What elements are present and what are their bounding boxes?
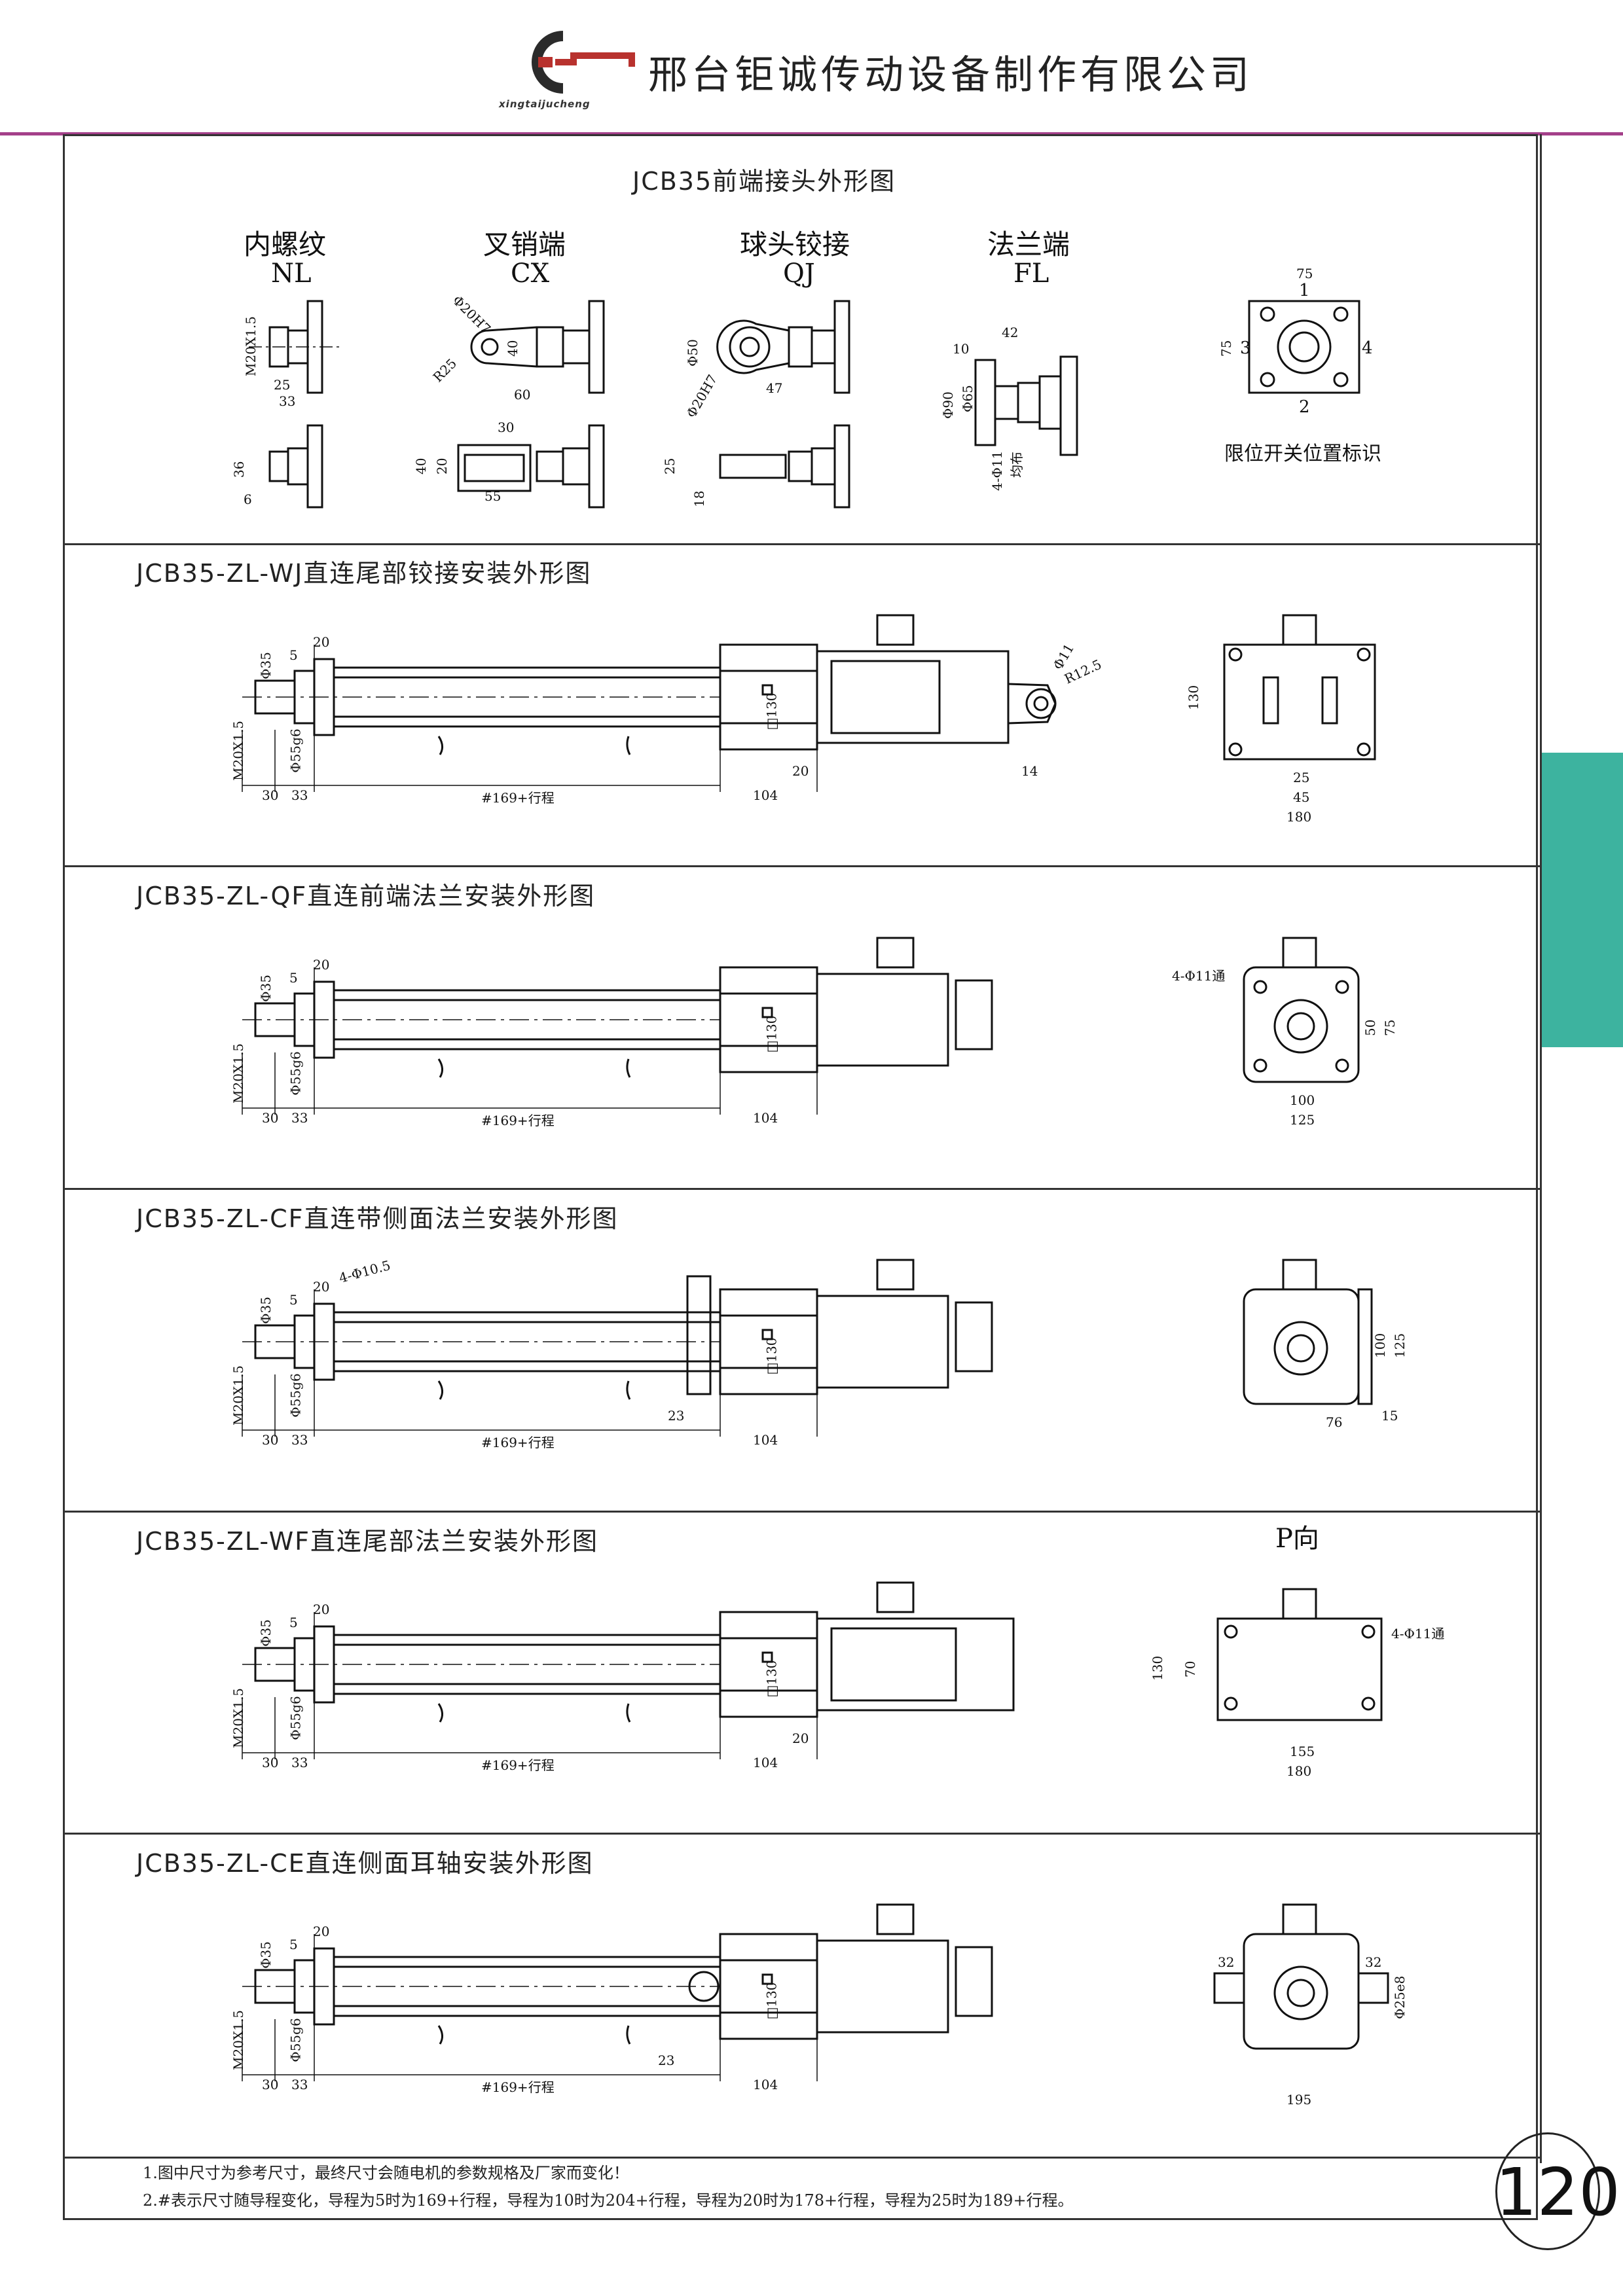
logo-subtitle: xingtaijucheng bbox=[499, 98, 591, 110]
company-logo bbox=[517, 26, 648, 98]
type-fl-code: FL bbox=[1013, 259, 1049, 289]
d55g6: Φ55g6 bbox=[287, 1373, 304, 1418]
divider-3 bbox=[63, 1188, 1540, 1190]
d33: 33 bbox=[291, 787, 308, 803]
company-name: 邢台钜诚传动设备制作有限公司 bbox=[648, 52, 1253, 98]
d130: □130 bbox=[763, 692, 780, 730]
d55g6: Φ55g6 bbox=[287, 1051, 304, 1096]
d35: Φ35 bbox=[257, 975, 274, 1002]
divider-2 bbox=[63, 865, 1540, 867]
thread: M20X1.5 bbox=[230, 2010, 246, 2070]
dims-cf: Φ35 5 20 M20X1.5 Φ55g6 30 33 #169+行程 104… bbox=[0, 1279, 851, 1460]
note-1: 1.图中尺寸为参考尺寸，最终尺寸会随电机的参数规格及厂家而变化！ bbox=[143, 2164, 629, 2182]
thread: M20X1.5 bbox=[230, 1688, 246, 1748]
d35: Φ35 bbox=[257, 1297, 274, 1324]
d130: □130 bbox=[763, 1660, 780, 1698]
d33: 33 bbox=[291, 2077, 308, 2092]
stroke: #169+行程 bbox=[481, 2079, 555, 2095]
dims-wj: Φ35 5 20 M20X1.5 Φ55g6 30 33 #169+行程 104… bbox=[0, 634, 851, 815]
qf-title: JCB35-ZL-QF直连前端法兰安装外形图 bbox=[136, 882, 596, 910]
d30: 30 bbox=[262, 787, 279, 803]
thread: M20X1.5 bbox=[230, 1043, 246, 1103]
thread: M20X1.5 bbox=[230, 721, 246, 781]
d130: □130 bbox=[763, 1015, 780, 1053]
d30: 30 bbox=[262, 1432, 279, 1448]
stroke: #169+行程 bbox=[481, 1435, 555, 1450]
type-qj-name: 球头铰接 bbox=[740, 228, 850, 260]
cf-title: JCB35-ZL-CF直连带侧面法兰安装外形图 bbox=[136, 1204, 619, 1233]
stroke: #169+行程 bbox=[481, 1757, 555, 1773]
d30: 30 bbox=[262, 1110, 279, 1126]
d5: 5 bbox=[289, 1937, 298, 1952]
type-nl-code: NL bbox=[271, 259, 312, 289]
wf-view-label: P向 bbox=[1275, 1524, 1319, 1554]
side-tab bbox=[1540, 753, 1623, 1047]
d20: 20 bbox=[313, 1924, 330, 1939]
d104: 104 bbox=[753, 787, 778, 803]
front-joint-title: JCB35前端接头外形图 bbox=[632, 167, 896, 196]
divider-5 bbox=[63, 1833, 1540, 1835]
d5: 5 bbox=[289, 647, 298, 663]
ce-title: JCB35-ZL-CE直连侧面耳轴安装外形图 bbox=[136, 1849, 594, 1878]
d35: Φ35 bbox=[257, 652, 274, 679]
d20: 20 bbox=[313, 1602, 330, 1617]
d33: 33 bbox=[291, 1432, 308, 1448]
type-qj-code: QJ bbox=[783, 259, 815, 289]
divider-4 bbox=[63, 1511, 1540, 1513]
d33: 33 bbox=[291, 1110, 308, 1126]
wf-title: JCB35-ZL-WF直连尾部法兰安装外形图 bbox=[136, 1527, 599, 1556]
d5: 5 bbox=[289, 1292, 298, 1308]
d30: 30 bbox=[262, 2077, 279, 2092]
switch-label: 限位开关位置标识 bbox=[1224, 442, 1381, 465]
d130: □130 bbox=[763, 1982, 780, 2020]
type-nl-name: 内螺纹 bbox=[244, 228, 327, 260]
d130: □130 bbox=[763, 1337, 780, 1375]
thread: M20X1.5 bbox=[230, 1365, 246, 1426]
d104: 104 bbox=[753, 1432, 778, 1448]
divider-1 bbox=[63, 543, 1540, 545]
note-2: 2.#表示尺寸随导程变化，导程为5时为169+行程，导程为10时为204+行程，… bbox=[143, 2191, 1074, 2210]
page-frame bbox=[63, 134, 1538, 2220]
d20: 20 bbox=[313, 634, 330, 650]
d5: 5 bbox=[289, 1615, 298, 1630]
d20: 20 bbox=[313, 957, 330, 973]
d30: 30 bbox=[262, 1755, 279, 1770]
dims-wf: Φ35 5 20 M20X1.5 Φ55g6 30 33 #169+行程 104… bbox=[0, 1602, 851, 1782]
dims-ce: Φ35 5 20 M20X1.5 Φ55g6 30 33 #169+行程 104… bbox=[0, 1924, 851, 2104]
type-cx-code: CX bbox=[511, 259, 550, 289]
d35: Φ35 bbox=[257, 1619, 274, 1647]
d104: 104 bbox=[753, 1755, 778, 1770]
d35: Φ35 bbox=[257, 1941, 274, 1969]
page-number: 120 bbox=[1495, 2154, 1620, 2231]
wj-title: JCB35-ZL-WJ直连尾部铰接安装外形图 bbox=[136, 559, 592, 588]
page-number-oval bbox=[1495, 2132, 1600, 2250]
dims-qf: Φ35 5 20 M20X1.5 Φ55g6 30 33 #169+行程 104… bbox=[0, 957, 851, 1138]
d55g6: Φ55g6 bbox=[287, 728, 304, 773]
header-divider bbox=[0, 132, 1623, 135]
d55g6: Φ55g6 bbox=[287, 1696, 304, 1740]
d104: 104 bbox=[753, 2077, 778, 2092]
d55g6: Φ55g6 bbox=[287, 2018, 304, 2062]
divider-6 bbox=[63, 2157, 1540, 2159]
d20: 20 bbox=[313, 1279, 330, 1295]
stroke: #169+行程 bbox=[481, 790, 555, 806]
d104: 104 bbox=[753, 1110, 778, 1126]
frame-right-line bbox=[1540, 134, 1542, 2163]
type-cx-name: 叉销端 bbox=[483, 228, 566, 260]
stroke: #169+行程 bbox=[481, 1113, 555, 1128]
type-fl-name: 法兰端 bbox=[987, 228, 1070, 260]
d33: 33 bbox=[291, 1755, 308, 1770]
d5: 5 bbox=[289, 970, 298, 986]
